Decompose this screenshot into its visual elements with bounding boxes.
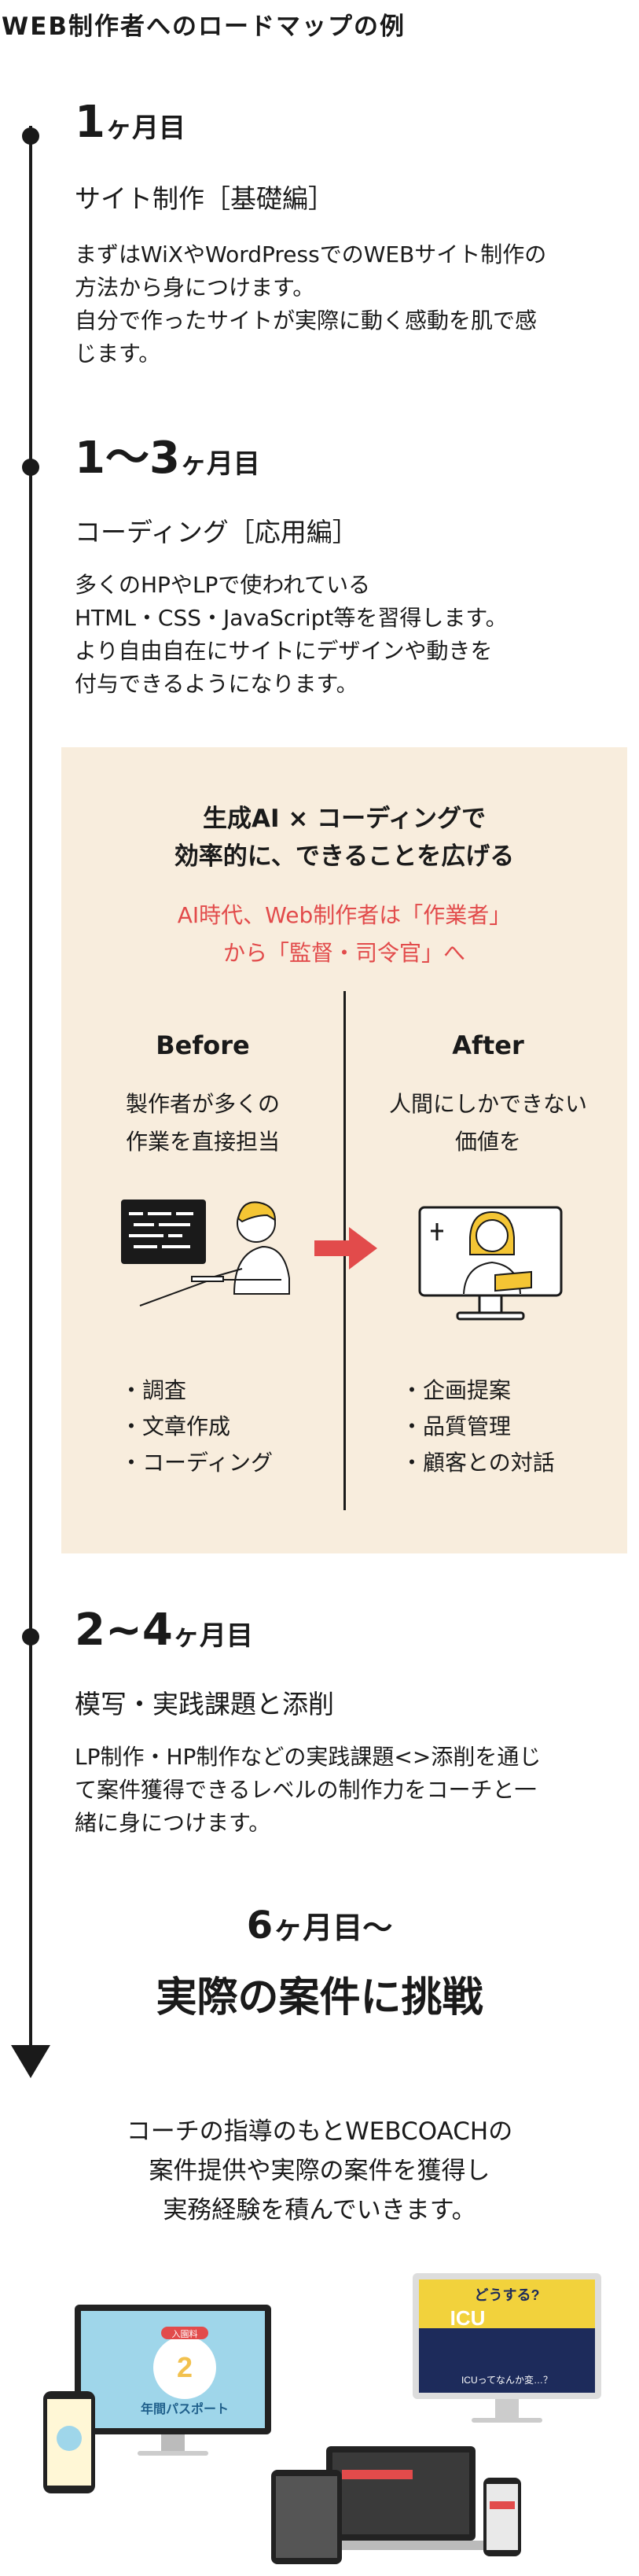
devices-right-screen-footer: ICUってなんか変…？ xyxy=(461,2374,553,2386)
before-task-list: ・調査 ・文章作成 ・コーディング xyxy=(120,1373,273,1481)
panel-title: 生成AI × コーディングで 効率的に、できることを広げる xyxy=(61,800,627,875)
list-item: ・調査 xyxy=(120,1377,187,1403)
arrow-right-icon xyxy=(314,1227,377,1270)
step-body-line: て案件獲得できるレベルの制作力をコーチと一 xyxy=(75,1777,537,1803)
after-description: 人間にしかできない 価値を xyxy=(358,1085,618,1161)
final-body-line: コーチの指導のもとWEBCOACHの xyxy=(126,2117,513,2146)
devices-illustration: 2 入園料 年間パスポート どうする? ICU ICUってなんか変…？ xyxy=(43,2273,601,2564)
step-period: 2~4 xyxy=(75,1605,173,1656)
step-body-line: 方法から身につけます。 xyxy=(75,275,315,300)
timeline-dot xyxy=(22,1628,39,1645)
person-icon xyxy=(463,1211,532,1295)
step-body-line: より自由自在にサイトにデザインや動きを xyxy=(75,638,493,664)
keyboard-icon xyxy=(191,1276,224,1282)
before-heading: Before xyxy=(156,1030,250,1060)
step-body-line: まずはWiXやWordPressでのWEBサイト制作の xyxy=(75,241,547,267)
person-icon xyxy=(208,1201,290,1295)
before-desc-line: 製作者が多くの xyxy=(125,1091,280,1117)
step-body-line: 多くのHPやLPで使われている xyxy=(75,572,371,598)
panel-title-line: 効率的に、できることを広げる xyxy=(174,842,515,871)
tablet-icon xyxy=(271,2470,342,2564)
final-body-line: 実務経験を積んでいきます。 xyxy=(163,2196,476,2224)
monitor-icon: 2 入園料 年間パスポート xyxy=(75,2305,271,2456)
timeline-arrow-icon xyxy=(11,2045,50,2078)
final-unit: ヶ月目〜 xyxy=(273,1911,393,1945)
page-title: WEB制作者へのロードマップの例 xyxy=(2,13,406,41)
step-body: LP制作・HP制作などの実践課題<>添削を通じ て案件獲得できるレベルの制作力を… xyxy=(75,1741,633,1840)
panel-note-line: から「監督・司令官」へ xyxy=(222,940,465,966)
step-body: 多くのHPやLPで使われている HTML・CSS・JavaScript等を習得し… xyxy=(75,569,633,701)
step-subtitle: サイト制作［基礎編］ xyxy=(75,183,334,214)
timeline-dot xyxy=(22,459,39,476)
list-item: ・企画提案 xyxy=(401,1377,512,1403)
timeline-dot xyxy=(22,127,39,145)
before-description: 製作者が多くの 作業を直接担当 xyxy=(73,1085,332,1161)
step-subtitle: 模写・実践課題と添削 xyxy=(75,1689,334,1719)
step-heading: 1〜3ヶ月目 xyxy=(75,437,260,481)
worker-illustration xyxy=(121,1200,290,1306)
after-heading: After xyxy=(452,1030,524,1060)
monitor-icon: どうする? ICU ICUってなんか変…？ xyxy=(413,2273,601,2423)
step-body-line: 付与できるようになります。 xyxy=(75,671,358,697)
step-heading: 1ヶ月目 xyxy=(75,101,185,145)
step-unit: ヶ月目 xyxy=(179,448,260,480)
panel-note-line: AI時代、Web制作者は「作業者」 xyxy=(177,902,512,928)
step-period: 1〜3 xyxy=(75,433,180,484)
step-subtitle: コーディング［応用編］ xyxy=(75,517,358,547)
laptop-icon xyxy=(310,2446,491,2550)
step-body: まずはWiXやWordPressでのWEBサイト制作の 方法から身につけます。 … xyxy=(75,238,633,370)
step-body-line: じます。 xyxy=(75,341,161,367)
list-item: ・文章作成 xyxy=(120,1413,231,1439)
after-desc-line: 価値を xyxy=(454,1129,521,1155)
final-body: コーチの指導のもとWEBCOACHの 案件提供や実際の案件を獲得し 実務経験を積… xyxy=(0,2112,639,2230)
step-body-line: HTML・CSS・JavaScript等を習得します。 xyxy=(75,605,508,631)
step-unit: ヶ月目 xyxy=(172,1620,253,1652)
step-heading: 2~4ヶ月目 xyxy=(75,1609,253,1653)
phone-icon xyxy=(483,2478,521,2556)
phone-icon xyxy=(43,2391,95,2493)
final-period-heading: 6ヶ月目〜 xyxy=(0,1903,639,1948)
step-body-line: LP制作・HP制作などの実践課題<>添削を通じ xyxy=(75,1744,542,1770)
step-body-line: 緒に身につけます。 xyxy=(75,1810,271,1836)
panel-note: AI時代、Web制作者は「作業者」 から「監督・司令官」へ xyxy=(61,897,627,972)
lightbulb-icon xyxy=(431,1223,443,1240)
after-desc-line: 人間にしかできない xyxy=(388,1091,587,1117)
final-body-line: 案件提供や実際の案件を獲得し xyxy=(149,2157,490,2185)
step-unit: ヶ月目 xyxy=(105,112,185,144)
monitor-illustration xyxy=(418,1206,563,1321)
ai-coding-panel: 生成AI × コーディングで 効率的に、できることを広げる AI時代、Web制作… xyxy=(61,747,627,1553)
list-item: ・品質管理 xyxy=(401,1413,512,1439)
devices-badge: 入園料 xyxy=(172,2328,198,2339)
devices-left-screen-text: 年間パスポート xyxy=(141,2401,229,2416)
timeline-line xyxy=(29,126,32,2045)
devices-right-screen-logo: ICU xyxy=(450,2306,486,2330)
svg-text:2: 2 xyxy=(177,2351,193,2383)
devices-right-screen-heading: どうする? xyxy=(475,2287,540,2303)
final-title: 実際の案件に挑戦 xyxy=(156,1974,483,2021)
step-body-line: 自分で作ったサイトが実際に動く感動を肌で感 xyxy=(75,308,538,334)
panel-title-line: 生成AI × コーディングで xyxy=(203,805,486,833)
after-task-list: ・企画提案 ・品質管理 ・顧客との対話 xyxy=(401,1373,555,1481)
final-period: 6 xyxy=(246,1903,274,1948)
list-item: ・顧客との対話 xyxy=(401,1450,555,1476)
step-period: 1 xyxy=(75,97,105,148)
list-item: ・コーディング xyxy=(120,1450,274,1476)
before-desc-line: 作業を直接担当 xyxy=(125,1129,280,1155)
code-board-icon xyxy=(121,1200,206,1264)
